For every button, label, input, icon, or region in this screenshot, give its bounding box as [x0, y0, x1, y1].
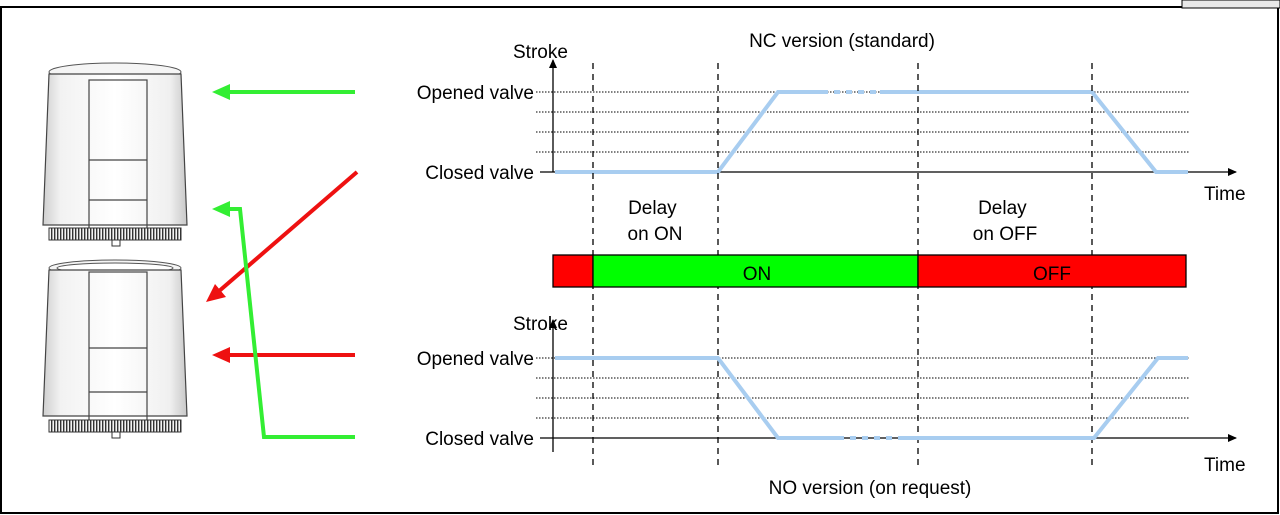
- arrow-opened-to-no: [212, 347, 355, 363]
- arrow-opened-to-nc: [212, 84, 355, 100]
- arrow-closed-to-nc: [212, 201, 355, 439]
- bottom-y-axis-label: Stroke: [513, 314, 568, 335]
- delay-on-line1: Delay: [628, 198, 677, 219]
- top-closed-label: Closed valve: [425, 163, 534, 184]
- state-off-label: OFF: [1033, 264, 1071, 285]
- delay-off-label: Delay on OFF: [973, 198, 1037, 245]
- actuator-nc-icon: [42, 62, 188, 247]
- arrow-closed-to-no: [206, 170, 359, 302]
- top-stroke-curve: [555, 90, 1188, 174]
- top-chart-title: NC version (standard): [749, 31, 935, 52]
- state-bar: ON OFF: [552, 254, 1187, 288]
- outer-border: [0, 6, 1279, 514]
- bottom-closed-label: Closed valve: [425, 429, 534, 450]
- bottom-stroke-curve: [555, 356, 1188, 440]
- bottom-opened-label: Opened valve: [417, 349, 534, 370]
- top-x-axis-label: Time: [1204, 184, 1246, 205]
- actuator-no-icon: [42, 259, 188, 439]
- delay-off-line2: on OFF: [973, 224, 1037, 245]
- state-on-label: ON: [743, 264, 772, 285]
- top-opened-label: Opened valve: [417, 83, 534, 104]
- bottom-x-axis-label: Time: [1204, 455, 1246, 476]
- bottom-chart-title: NO version (on request): [769, 478, 972, 499]
- delay-off-line1: Delay: [978, 198, 1027, 219]
- state-off-segment: [917, 254, 1187, 288]
- corner-tab: [1181, 0, 1280, 9]
- state-on-segment: [592, 254, 919, 288]
- delay-on-label: Delay on ON: [628, 198, 683, 245]
- state-off-pre: [552, 254, 594, 288]
- delay-on-line2: on ON: [628, 224, 683, 245]
- top-y-axis-label: Stroke: [513, 42, 568, 63]
